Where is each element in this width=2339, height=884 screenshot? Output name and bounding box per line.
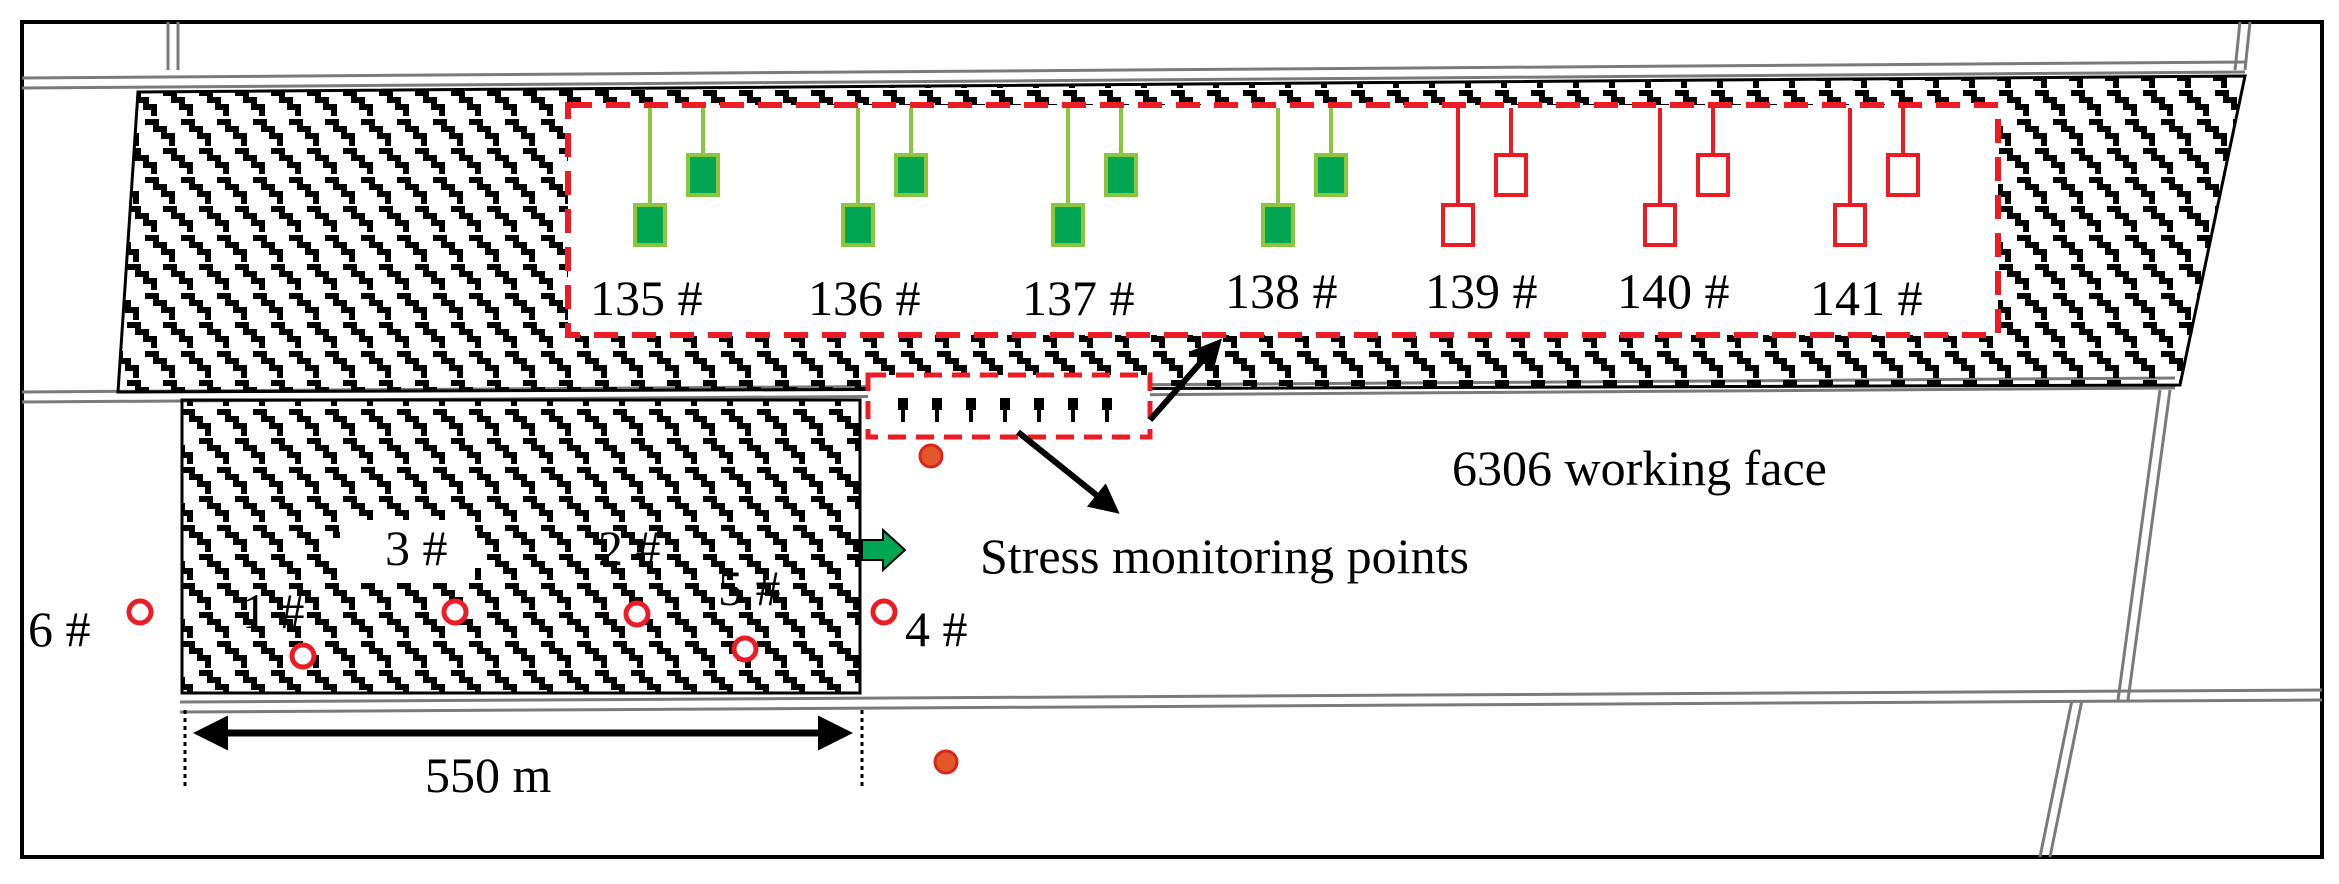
station-6-icon bbox=[126, 598, 154, 626]
stress-pin-icon bbox=[1068, 398, 1078, 422]
panel-label-138: 138 # bbox=[1225, 263, 1338, 319]
unmonitored-sensor-pair-139 bbox=[1441, 108, 1528, 247]
red-hollow-square-sensor-icon bbox=[1643, 203, 1677, 247]
station-4-icon bbox=[870, 598, 898, 626]
green-square-sensor-icon bbox=[894, 153, 928, 197]
station-1-icon bbox=[289, 642, 317, 670]
monitoring-stations bbox=[126, 443, 959, 775]
green-square-sensor-icon bbox=[686, 153, 720, 197]
stress-pin-icon bbox=[1102, 398, 1112, 422]
green-square-sensor-icon bbox=[1261, 203, 1295, 247]
unmonitored-sensor-pair-140 bbox=[1643, 108, 1730, 247]
station-label-4: 4 # bbox=[905, 601, 968, 657]
zoom-arrow bbox=[1147, 338, 1222, 422]
stress-points-label: Stress monitoring points bbox=[980, 528, 1469, 584]
station-label-1: 1 # bbox=[242, 583, 305, 639]
stress-monitoring-pins bbox=[898, 398, 1112, 422]
borehole-upper-icon bbox=[918, 443, 944, 469]
red-hollow-square-sensor-icon bbox=[1696, 153, 1730, 197]
monitored-sensor-pair-138 bbox=[1261, 108, 1348, 247]
green-square-sensor-icon bbox=[1051, 203, 1085, 247]
borehole-lower-icon bbox=[933, 749, 959, 775]
station-label-6: 6 # bbox=[28, 601, 91, 657]
stress-pin-icon bbox=[898, 398, 908, 422]
red-hollow-square-sensor-icon bbox=[1441, 203, 1475, 247]
stress-pin-icon bbox=[932, 398, 942, 422]
panel-label-136: 136 # bbox=[808, 270, 921, 326]
stress-label-arrow bbox=[1016, 429, 1120, 514]
working-face-label: 6306 working face bbox=[1452, 440, 1827, 496]
station-label-3: 3 # bbox=[385, 520, 448, 576]
red-hollow-square-sensor-icon bbox=[1886, 153, 1920, 197]
stress-pin-icon bbox=[1034, 398, 1044, 422]
station-label-2: 2 # bbox=[598, 520, 661, 576]
panel-label-137: 137 # bbox=[1022, 270, 1135, 326]
station-5-icon bbox=[731, 635, 759, 663]
green-square-sensor-icon bbox=[1104, 153, 1138, 197]
unmonitored-sensor-pair-141 bbox=[1833, 108, 1920, 247]
panel-label-139: 139 # bbox=[1425, 263, 1538, 319]
panel-label-141: 141 # bbox=[1810, 270, 1923, 326]
distance-label: 550 m bbox=[425, 747, 552, 803]
panel-label-140: 140 # bbox=[1617, 263, 1730, 319]
green-square-sensor-icon bbox=[841, 203, 875, 247]
red-hollow-square-sensor-icon bbox=[1833, 203, 1867, 247]
monitored-sensor-pair-136 bbox=[841, 108, 928, 247]
stress-pin-icon bbox=[1000, 398, 1010, 422]
distance-dimension bbox=[183, 710, 864, 790]
red-hollow-square-sensor-icon bbox=[1494, 153, 1528, 197]
panel-label-135: 135 # bbox=[590, 270, 703, 326]
monitored-sensor-pair-137 bbox=[1051, 108, 1138, 247]
station-label-5: 5 # bbox=[718, 560, 781, 616]
stress-pin-icon bbox=[966, 398, 976, 422]
green-right-arrow-icon bbox=[861, 527, 907, 573]
roadways bbox=[21, 21, 2323, 858]
monitored-sensor-pair-135 bbox=[633, 108, 720, 247]
panel-sensors bbox=[633, 108, 1920, 247]
green-square-sensor-icon bbox=[633, 203, 667, 247]
green-square-sensor-icon bbox=[1314, 153, 1348, 197]
station-3-icon bbox=[441, 598, 469, 626]
station-2-icon bbox=[623, 600, 651, 628]
